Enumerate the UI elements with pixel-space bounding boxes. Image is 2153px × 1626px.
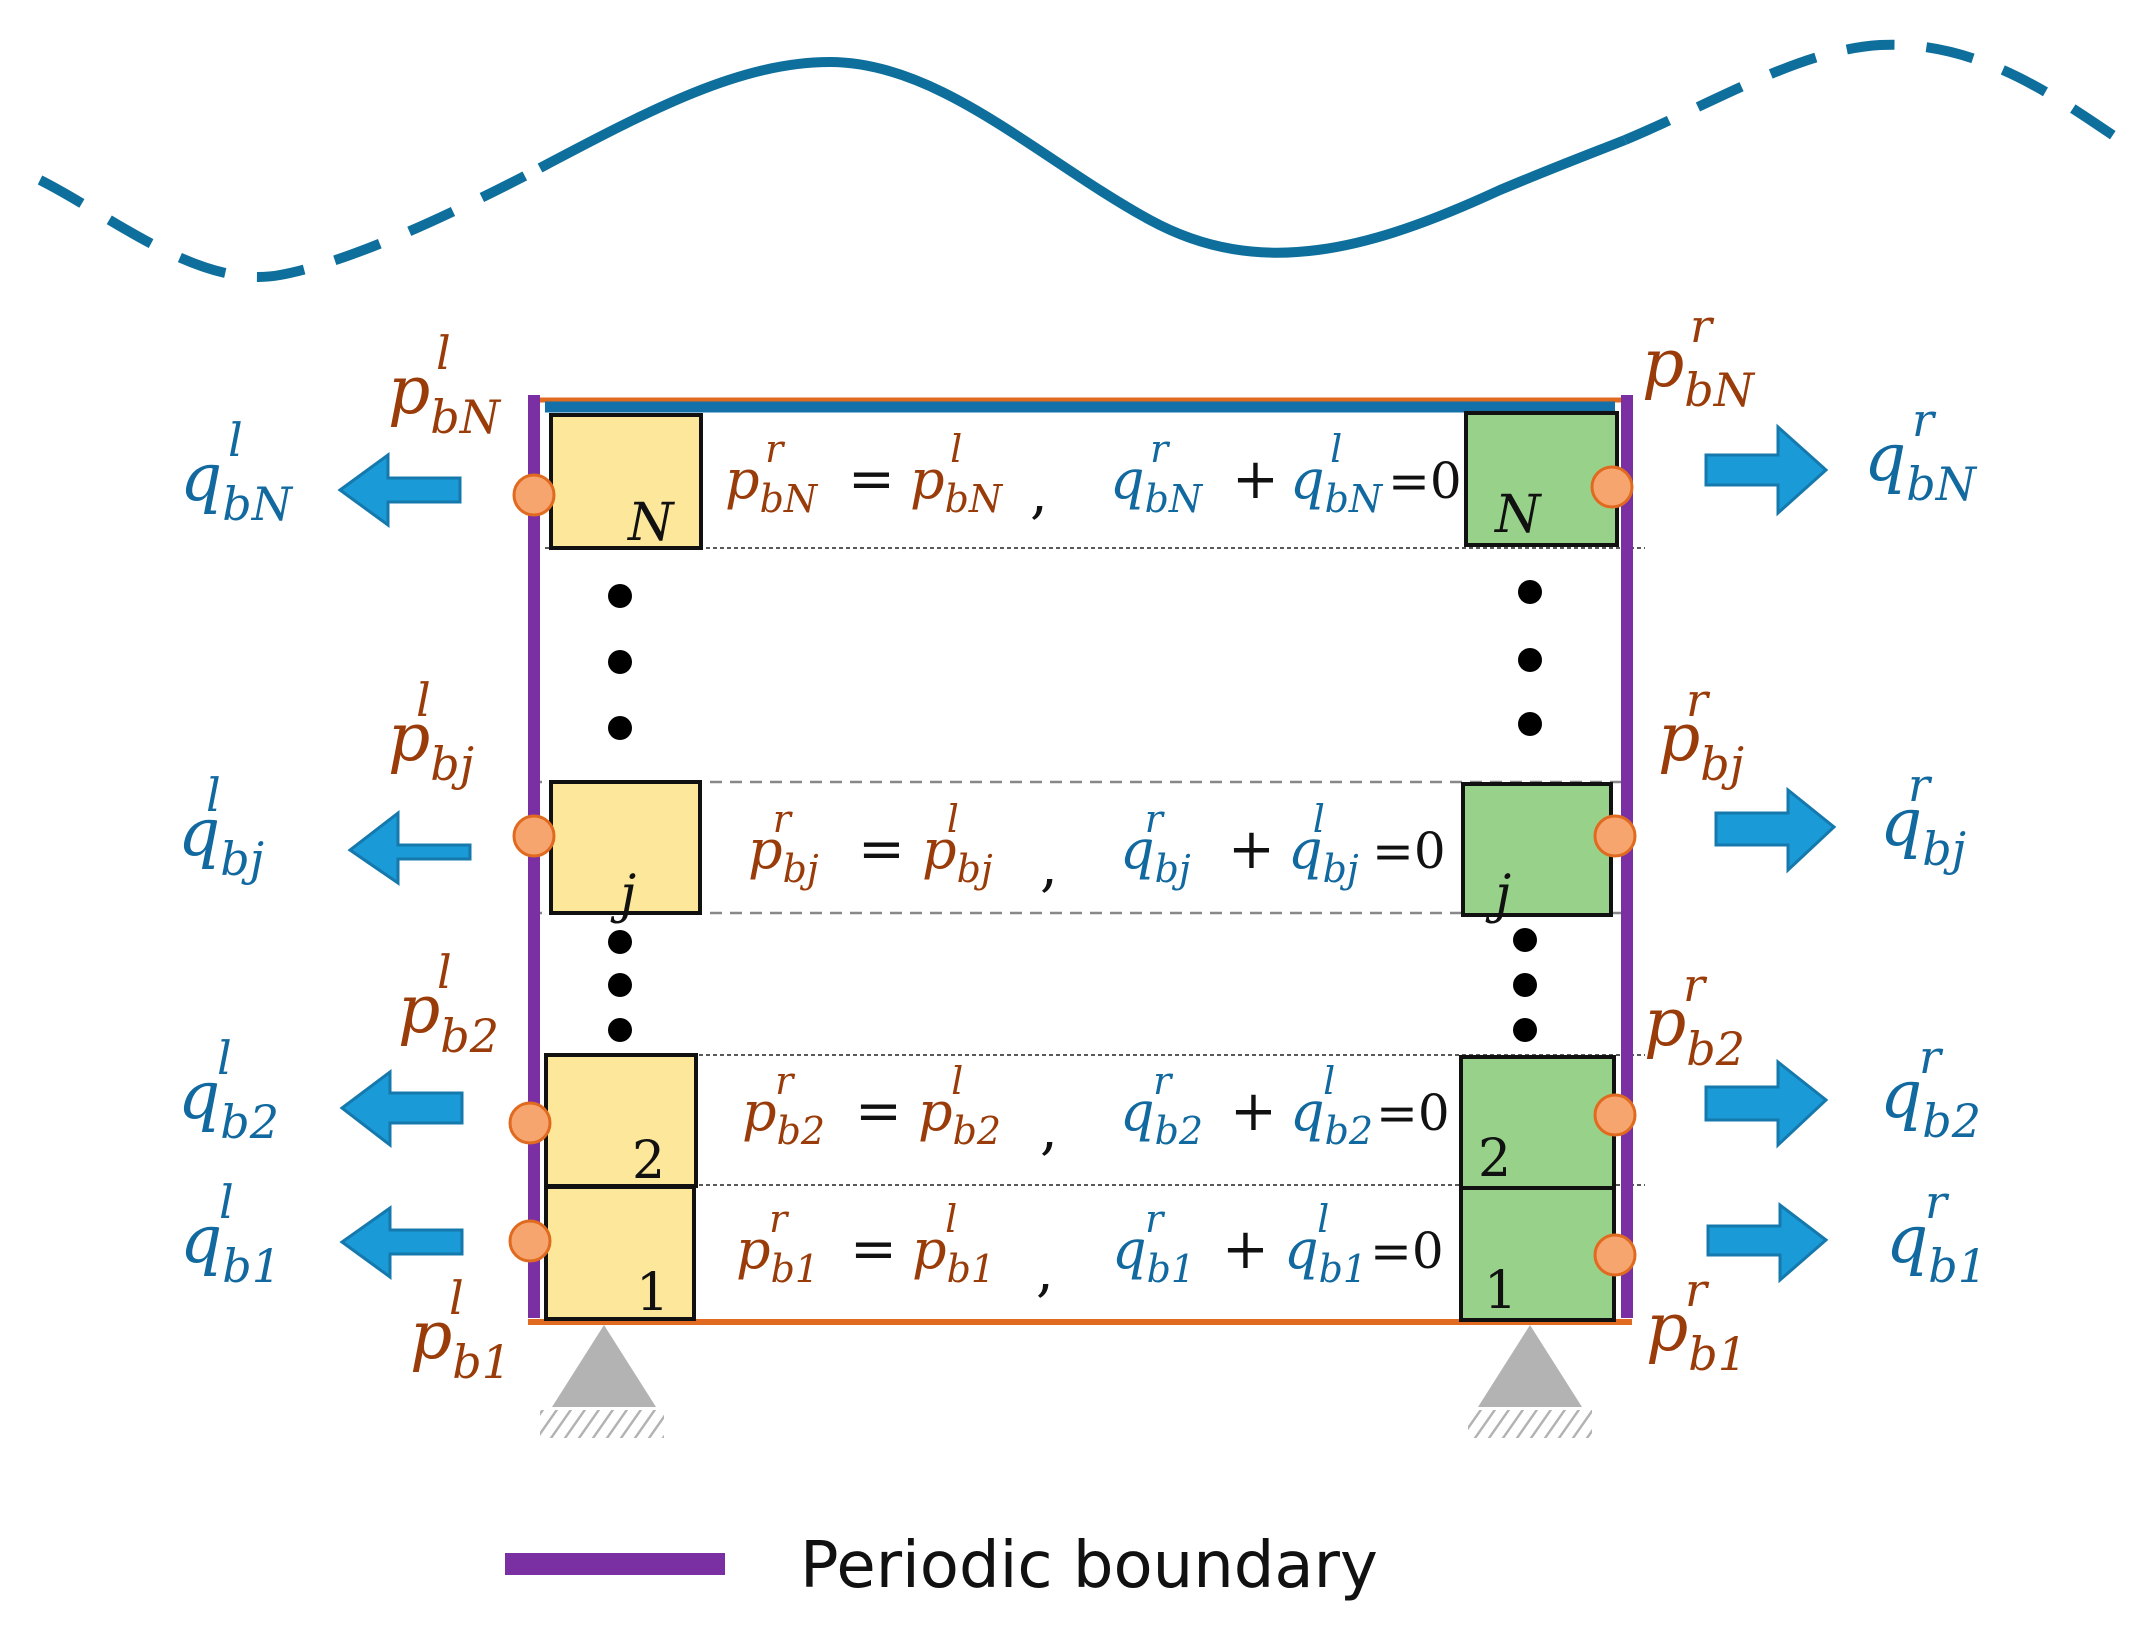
right-block-label-1: 1 [1484, 1261, 1517, 1321]
svg-text:,: , [1040, 1097, 1058, 1162]
svg-text:=0: =0 [1372, 822, 1446, 880]
svg-text:+: + [1232, 447, 1279, 512]
equation-row-1: pb1r = pb1l , qb1r + qb1l =0 [736, 1197, 1444, 1304]
q-left-label-N: qbNl [180, 413, 294, 531]
svg-text:qbjr: qbjr [1120, 797, 1191, 891]
svg-text:+: + [1222, 1217, 1269, 1282]
left-block-label-1: 1 [636, 1263, 669, 1323]
right-node-2 [1593, 1093, 1637, 1137]
svg-text:qb1l: qb1l [1284, 1197, 1367, 1291]
p-left-label-N: pbNl [388, 326, 502, 444]
svg-text:qbNl: qbNl [1290, 427, 1384, 521]
right-arrow-1 [1706, 1201, 1829, 1284]
svg-text:qbNr: qbNr [1110, 427, 1204, 521]
svg-text:,: , [1040, 834, 1058, 899]
left-node-2 [508, 1101, 552, 1145]
left-block-1 [544, 1185, 696, 1321]
svg-text:=: = [855, 1079, 902, 1144]
left-node-N [512, 473, 556, 517]
right-support [1468, 1325, 1592, 1438]
equation-row-2: pb2r = pb2l , qb2r + qb2l =0 [742, 1059, 1450, 1162]
svg-text:=: = [848, 447, 895, 512]
svg-text:pb2r: pb2r [742, 1059, 825, 1153]
right-block-label-2: 2 [1478, 1129, 1511, 1189]
svg-text:+: + [1230, 1079, 1277, 1144]
equation-row-j: pbjr = pbjl , qbjr + qbjl =0 [748, 797, 1446, 899]
p-left-label-j: pbjl [388, 673, 474, 791]
p-right-label-2: pb2r [1644, 958, 1745, 1076]
left-block-j [549, 780, 702, 915]
left-arrow-j [347, 809, 472, 886]
right-arrow-N [1704, 423, 1829, 517]
left-blocks [544, 413, 703, 1321]
svg-text:=0: =0 [1370, 1222, 1444, 1280]
right-arrows [1704, 423, 1837, 1284]
ellipsis-dots [608, 580, 1542, 1042]
p-left-label-2: pb2l [398, 945, 499, 1063]
wave-dashed-left [37, 163, 543, 282]
left-block-2 [544, 1053, 698, 1188]
legend: Periodic boundary [505, 1529, 1378, 1603]
right-arrow-2 [1704, 1058, 1829, 1149]
svg-text:qbjl: qbjl [1288, 797, 1359, 891]
svg-text:=: = [858, 817, 905, 882]
right-block-label-N: N [1493, 485, 1542, 545]
p-right-label-j: pbjr [1658, 673, 1744, 791]
svg-text:=0: =0 [1388, 452, 1462, 510]
svg-text:pbjl: pbjl [922, 797, 993, 891]
svg-text:=: = [850, 1217, 897, 1282]
right-node-j [1593, 814, 1637, 858]
svg-text:pbNr: pbNr [725, 427, 819, 521]
right-node-N [1590, 465, 1634, 509]
wave-dashed-right [1623, 39, 2123, 145]
q-right-label-j: qbjr [1880, 758, 1966, 876]
svg-text:=0: =0 [1376, 1084, 1450, 1142]
svg-text:,: , [1036, 1239, 1054, 1304]
wave [37, 39, 2123, 282]
legend-label: Periodic boundary [800, 1529, 1378, 1603]
left-block-label-2: 2 [632, 1131, 665, 1191]
svg-text:pb2l: pb2l [918, 1059, 1001, 1153]
right-arrow-j [1714, 786, 1837, 874]
right-node-1 [1593, 1233, 1637, 1277]
wave-solid-middle [537, 56, 1627, 258]
p-left-label-1: pb1l [410, 1271, 511, 1389]
svg-text:+: + [1228, 817, 1275, 882]
boundary-nodes [508, 465, 1637, 1277]
svg-text:,: , [1030, 461, 1048, 526]
q-right-label-2: qb2r [1880, 1030, 1981, 1148]
left-arrow-N [337, 452, 462, 528]
q-left-label-2: qb2l [178, 1031, 279, 1149]
row-separators [530, 547, 1645, 1186]
q-right-label-N: qbNr [1864, 393, 1978, 511]
left-arrows [337, 452, 472, 1280]
svg-text:pbjr: pbjr [748, 797, 819, 891]
left-node-j [512, 814, 556, 858]
left-block-label-N: N [626, 493, 675, 553]
q-left-label-1: qb1l [180, 1175, 281, 1293]
left-arrow-2 [339, 1069, 464, 1149]
left-node-1 [508, 1219, 552, 1263]
svg-text:pb1r: pb1r [736, 1197, 819, 1291]
left-arrow-1 [339, 1205, 464, 1280]
svg-text:pbNl: pbNl [910, 427, 1004, 521]
svg-text:qb2r: qb2r [1120, 1059, 1203, 1153]
p-right-label-1: pb1r [1646, 1263, 1747, 1381]
equation-row-N: pbNr = pbNl , qbNr + qbNl =0 [725, 427, 1462, 526]
q-right-label-1: qb1r [1886, 1175, 1987, 1293]
svg-text:qb2l: qb2l [1290, 1059, 1373, 1153]
p-right-label-N: pbNr [1642, 299, 1756, 417]
left-block-N [549, 413, 703, 550]
right-block-j [1461, 782, 1613, 917]
svg-text:qb1r: qb1r [1112, 1197, 1195, 1291]
left-support [540, 1325, 664, 1438]
right-block-N [1464, 411, 1619, 547]
svg-text:pb1l: pb1l [912, 1197, 995, 1291]
q-left-label-j: qbjl [178, 768, 264, 886]
